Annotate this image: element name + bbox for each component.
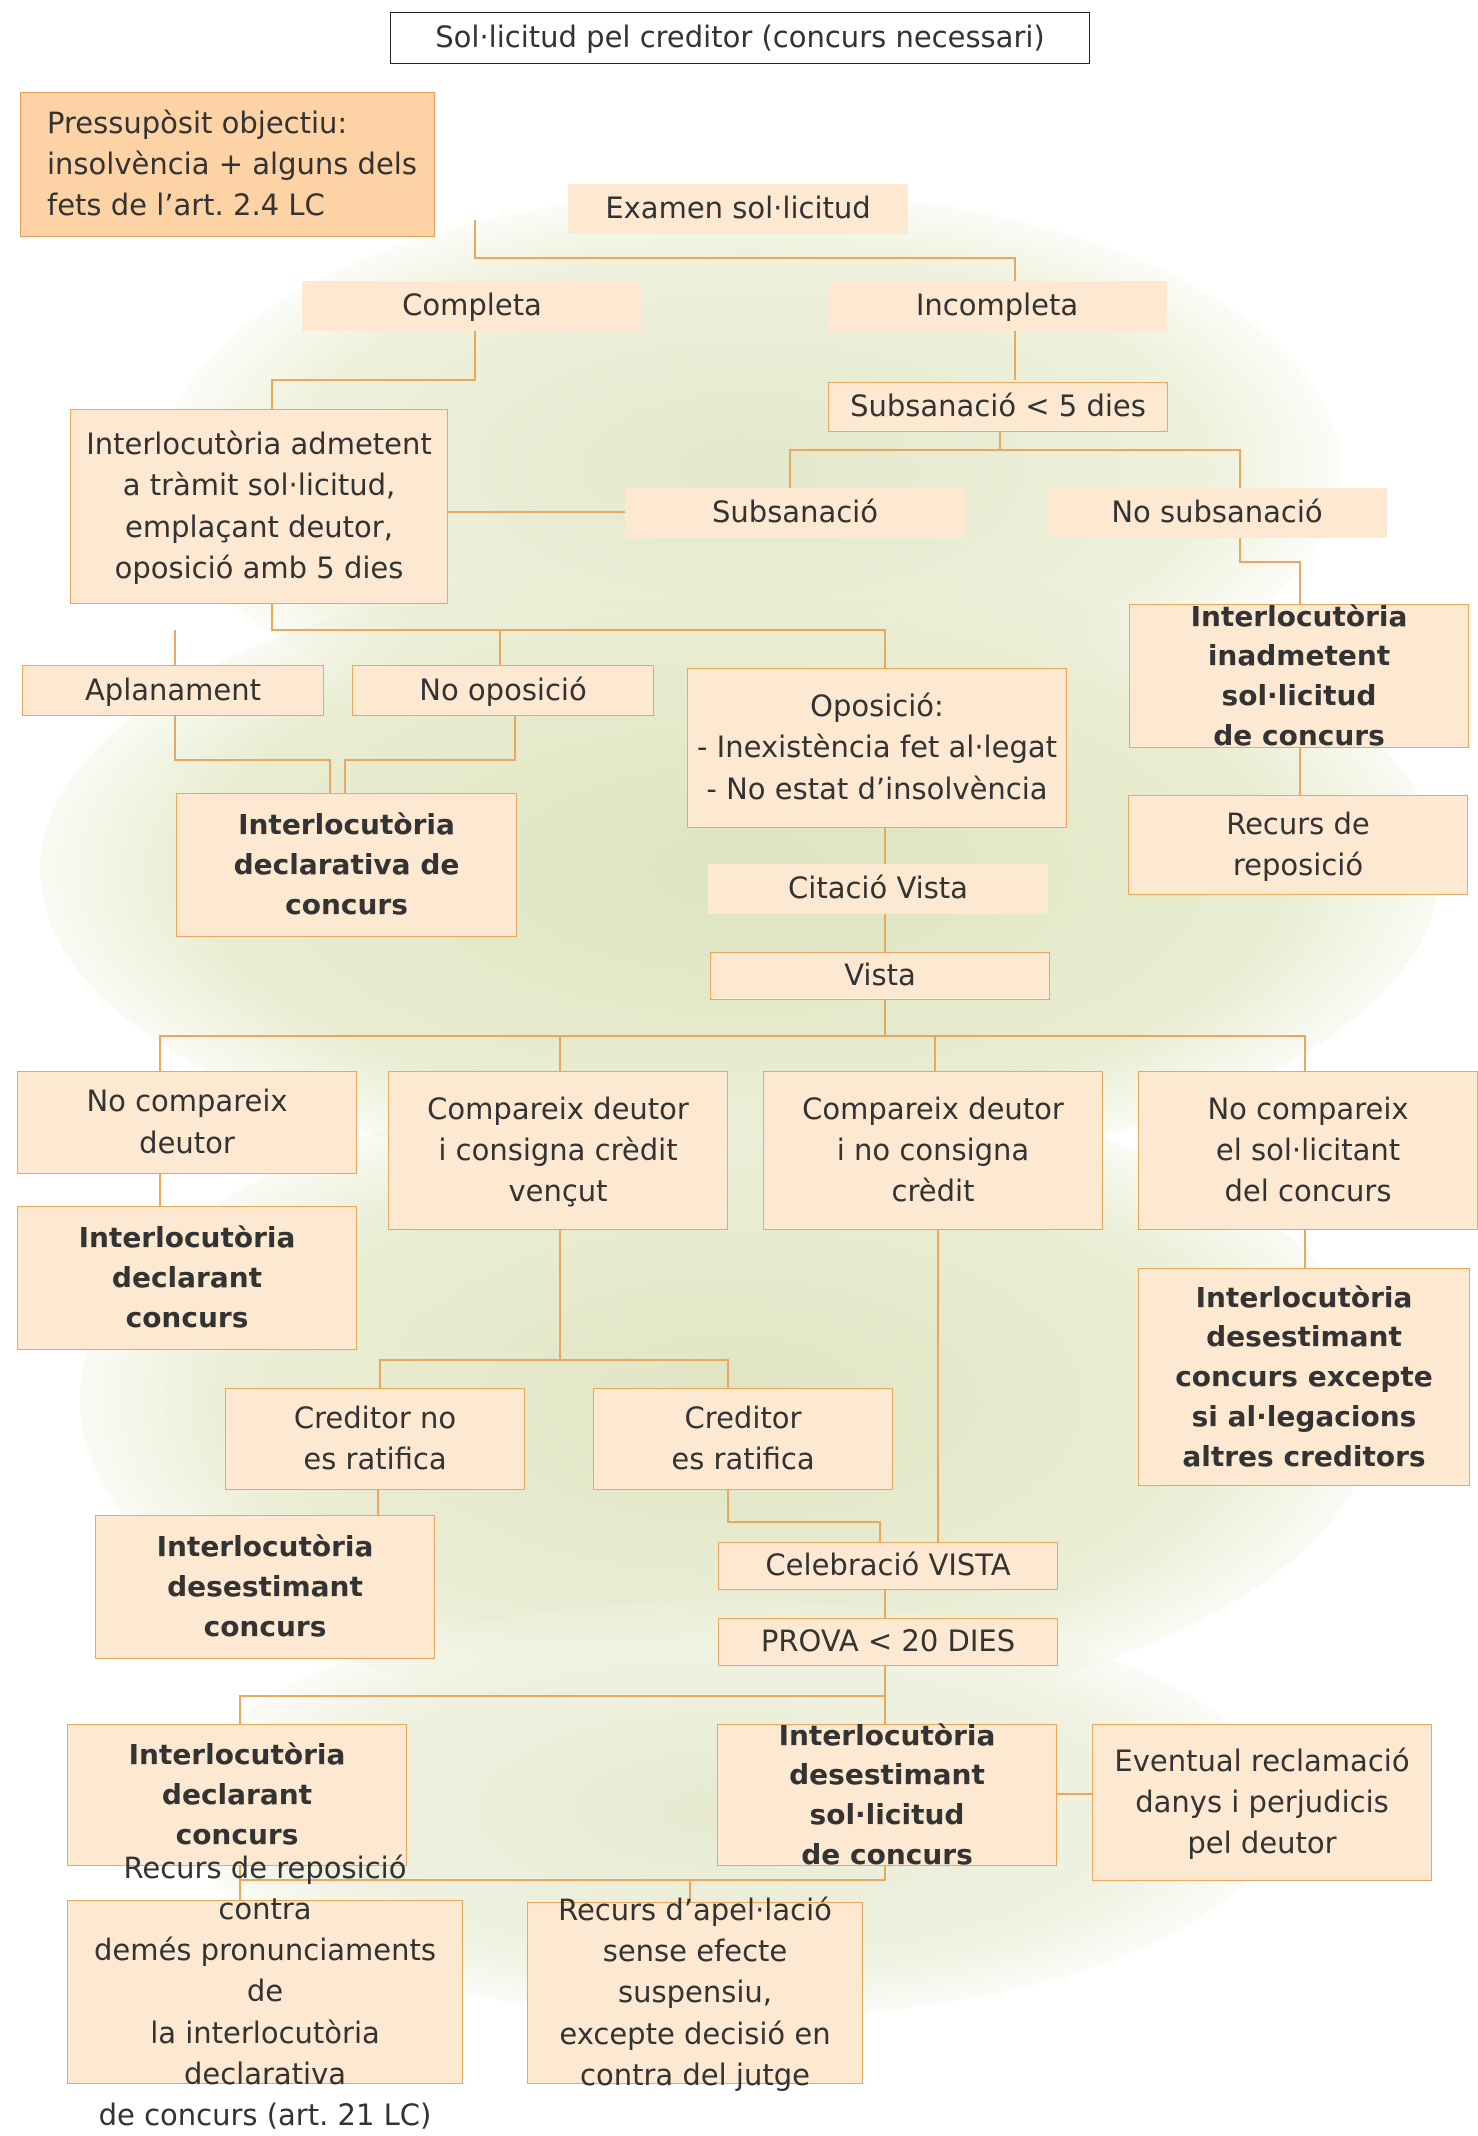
- node-creditor-no-ratifica: Creditor no es ratifica: [225, 1388, 525, 1490]
- node-interlocutoria-desestimant-sollicitud: Interlocutòria desestimant sol·licitud d…: [717, 1719, 1057, 1871]
- node-no-compareix-deutor: No compareix deutor: [17, 1071, 357, 1174]
- node-subsanacio-termini: Subsanació < 5 dies: [828, 382, 1168, 432]
- node-creditor-ratifica: Creditor es ratifica: [593, 1388, 893, 1490]
- diagram-title: Sol·licitud pel creditor (concurs necess…: [390, 12, 1090, 64]
- node-citacio-vista: Citació Vista: [708, 864, 1048, 914]
- node-no-compareix-sollicitant: No compareix el sol·licitant del concurs: [1138, 1071, 1478, 1230]
- node-interlocutoria-declarant-2: Interlocutòria declarant concurs: [67, 1724, 407, 1866]
- node-interlocutoria-declarant-1: Interlocutòria declarant concurs: [17, 1206, 357, 1350]
- node-recurs-reposicio-contra: Recurs de reposició contra demés pronunc…: [67, 1851, 463, 2132]
- flowchart: Sol·licitud pel creditor (concurs necess…: [17, 12, 1478, 2132]
- node-completa: Completa: [302, 281, 642, 331]
- node-interlocutoria-inadmetent: Interlocutòria inadmetent sol·licitud de…: [1129, 600, 1469, 752]
- node-recurs-apelacio: Recurs d’apel·lació sense efecte suspens…: [527, 1893, 863, 2092]
- node-vista: Vista: [710, 952, 1050, 1000]
- connector-lines: [159, 220, 1306, 1902]
- node-interlocutoria-declarativa: Interlocutòria declarativa de concurs: [176, 793, 517, 937]
- node-interlocutoria-admetent: Interlocutòria admetent a tràmit sol·lic…: [70, 409, 448, 604]
- node-aplanament: Aplanament: [22, 665, 324, 716]
- node-recurs-reposicio: Recurs de reposició: [1128, 795, 1468, 895]
- node-examen-sollicitud: Examen sol·licitud: [568, 184, 908, 234]
- node-no-oposicio: No oposició: [352, 665, 654, 716]
- node-celebracio-vista: Celebració VISTA: [718, 1542, 1058, 1590]
- node-interlocutoria-desestimant: Interlocutòria desestimant concurs: [95, 1515, 435, 1659]
- node-compareix-consigna: Compareix deutor i consigna crèdit vençu…: [388, 1071, 728, 1230]
- node-incompleta: Incompleta: [827, 281, 1167, 331]
- node-no-subsanacio: No subsanació: [1047, 488, 1387, 538]
- node-subsanacio: Subsanació: [625, 488, 965, 538]
- node-prova: PROVA < 20 DIES: [718, 1618, 1058, 1666]
- node-oposicio: Oposició: - Inexistència fet al·legat - …: [687, 668, 1067, 828]
- node-interlocutoria-desestimant-excepte: Interlocutòria desestimant concurs excep…: [1138, 1268, 1470, 1486]
- node-eventual-reclamacio: Eventual reclamació danys i perjudicis p…: [1092, 1724, 1432, 1881]
- objective-premise-note: Pressupòsit objectiu: insolvència + algu…: [20, 92, 435, 237]
- node-compareix-no-consigna: Compareix deutor i no consigna crèdit: [763, 1071, 1103, 1230]
